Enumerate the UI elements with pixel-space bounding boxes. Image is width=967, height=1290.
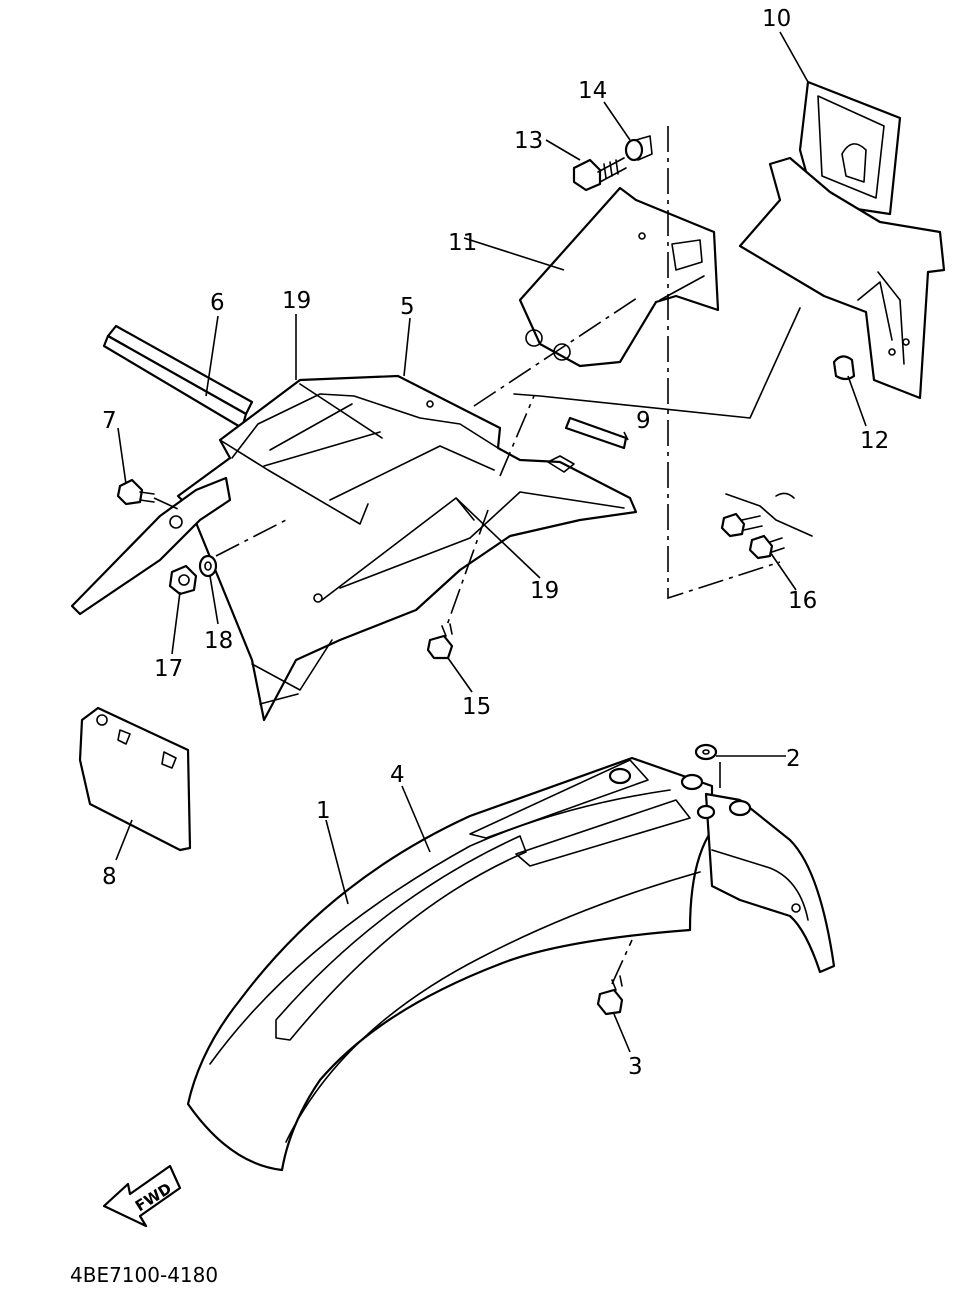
callout-6: 6 [210,290,225,316]
callout-7: 7 [102,408,117,434]
callout-2: 2 [786,746,801,772]
decal-label [564,416,628,450]
callout-13: 13 [514,128,543,154]
washer-2 [694,743,718,761]
callout-17: 17 [154,656,183,682]
callout-11: 11 [448,230,477,256]
callout-14: 14 [578,78,607,104]
callout-10: 10 [762,6,791,32]
front-fender [186,756,836,1172]
callout-4: 4 [390,762,405,788]
diagram-code: 4BE7100-4180 [70,1263,218,1287]
callout-18: 18 [204,628,233,654]
screws-16 [720,492,813,560]
callout-12: 12 [860,428,889,454]
callout-19-top: 19 [282,288,311,314]
nut-17 [168,564,198,596]
callout-16: 16 [788,588,817,614]
callout-3: 3 [628,1054,643,1080]
rear-fender [176,374,638,722]
taillight-bracket [738,80,946,400]
damper-strip [102,324,254,430]
callout-15: 15 [462,694,491,720]
callout-8: 8 [102,864,117,890]
bolt-15 [426,623,454,660]
leader-lines [115,31,867,1053]
callout-19-bottom: 19 [530,578,559,604]
callout-5: 5 [400,294,415,320]
collar-14 [624,135,653,162]
left-stay [70,476,232,616]
rear-flap [518,186,720,368]
bolt-7 [116,478,155,506]
callout-1: 1 [316,798,331,824]
rubber-cap [832,355,856,381]
bolt-13 [572,157,627,192]
bolt-3 [596,975,624,1016]
callout-9: 9 [636,408,651,434]
assembly-lines [153,126,801,985]
washer-18 [198,554,218,578]
mud-plate [78,706,192,852]
callout-numbers: 10 14 13 11 6 19 5 7 9 12 19 16 18 17 15… [102,6,889,1080]
forward-arrow-icon: FWD [102,1164,182,1228]
